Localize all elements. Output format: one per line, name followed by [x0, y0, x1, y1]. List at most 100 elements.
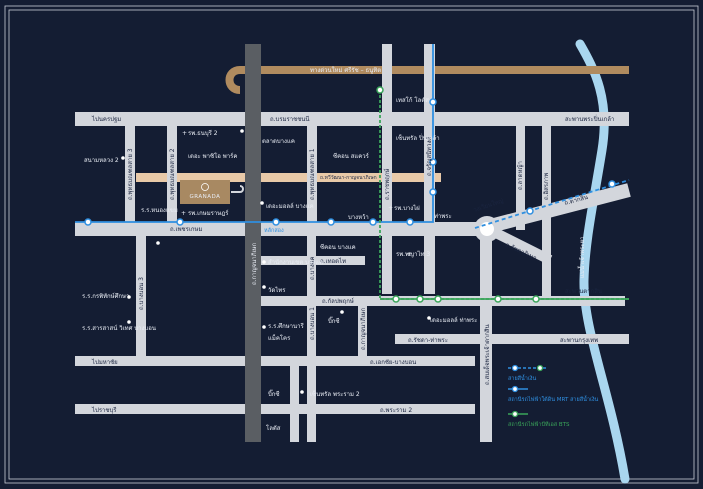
road-label-top-brown: ทางด่วนใหม่ ศรีรัช – ธนูทิต — [310, 66, 381, 74]
road-label-taksin-bridge: สะพานตากสิน — [565, 288, 602, 295]
place-bigc-phetkasem: บิ๊กซี — [328, 316, 340, 325]
poi-dot — [260, 201, 264, 205]
place-phyathai3-hospital: รพ.พญาไท 3 — [396, 250, 430, 258]
hospital-cross-icon: + — [182, 130, 187, 137]
road-label-pinklao-left: ไปนครปฐม — [91, 115, 121, 123]
road-phutthamonthon3 — [125, 126, 135, 222]
poi-dot — [340, 310, 344, 314]
place-bangphai-hospital: รพ.บางไผ่ — [394, 204, 420, 212]
station-marker — [532, 295, 540, 303]
road-label-wongwian: วงเวียนใหญ่ — [472, 197, 504, 214]
road-label-petchkasem: ถ.เพชรเกษม — [170, 226, 202, 233]
place-bangwa: บางหว้า — [348, 214, 369, 221]
poi-dot — [240, 129, 244, 133]
sri-rat-expressway — [225, 66, 629, 94]
road-label-pinklao-right: สะพานพระปิ่นเกล้า — [565, 115, 614, 123]
road-label-lat-ya: ถ.ลาดหญ้า — [517, 161, 524, 190]
poi-dot — [427, 316, 431, 320]
poi-dot — [127, 295, 131, 299]
mrt-stations — [84, 98, 616, 226]
road-label-rama2: ถ.พระราม 2 — [380, 407, 412, 414]
legend-station-green-icon — [536, 364, 544, 372]
poi-dot — [156, 241, 160, 245]
road-label-bangbon1: ถ.บางบอน 1 — [309, 307, 316, 340]
place-central-pinklao: เซ็นทรัล ปิ่นเกล้า — [396, 133, 440, 142]
hospital-cross-icon: + — [388, 205, 393, 212]
road-rama2 — [75, 404, 475, 414]
station-marker — [608, 180, 616, 188]
legend-station-blue-icon — [511, 364, 519, 372]
road-itsaraphap — [487, 225, 553, 265]
road-label-ratchada-thaphra: ถ.รัชดา-ท่าพระ — [408, 337, 448, 344]
road-thawiwatthana — [136, 173, 441, 182]
place-lotus-rama2: โลตัส — [266, 424, 281, 432]
road-bangbon1 — [307, 306, 316, 442]
station-marker — [416, 295, 424, 303]
legend-bts-icon — [511, 410, 519, 418]
road-label-to-samut-sakhon: ไปมหาชัย — [91, 358, 118, 366]
kanchanaphisek-expressway — [245, 44, 261, 442]
legend-blue-sub: สายสีน้ำเงิน — [508, 374, 536, 382]
poi-dot — [262, 325, 266, 329]
road-lat-ya — [516, 126, 525, 230]
inner-frame — [8, 9, 695, 480]
station-label-lakson: หลักสอง — [264, 227, 284, 234]
chao-phraya-river — [575, 39, 630, 484]
road-ratchada-thaphra — [395, 334, 629, 344]
road-phetkasem-soi — [307, 236, 316, 296]
place-school-nongkhaem: ร.ร.หนองแขม — [141, 207, 178, 214]
road-label-phutthamonthon1: ถ.พุทธมณฑลสาย 1 — [309, 148, 316, 200]
station-marker — [526, 207, 534, 215]
place-bangkhae-market: ตลาดบางแค — [262, 138, 295, 145]
project-block — [180, 180, 230, 204]
road-pinklao-borom — [75, 112, 629, 126]
station-marker — [406, 218, 414, 226]
road-bangbon3 — [136, 236, 146, 356]
vertical-roads — [125, 44, 551, 442]
road-label-borom: ถ.บรมราชชนนี — [270, 115, 309, 123]
poi-dot — [127, 320, 131, 324]
road-somdet-taksin — [480, 236, 492, 442]
place-the-mall-thaphra: เดอะมอลล์ ท่าพระ — [430, 316, 477, 324]
road-label-to-ratchaburi: ไปราชบุรี — [91, 406, 117, 414]
road-label-itsaraphap: ถ.อิสรภาพ — [543, 173, 550, 200]
road-label-ratchaphruek-s: ถ.กาญจนาภิเษก — [360, 307, 367, 350]
place-makro: แม็คโคร — [268, 333, 291, 342]
place-school-sarasas: ร.ร.สารสาสน์ วิเทศ บางบอน — [82, 324, 156, 332]
road-phutthamonthon1 — [307, 126, 317, 222]
place-bigc-rama2: บิ๊กซี — [268, 389, 280, 398]
hospital-markers: + + + + — [181, 130, 412, 258]
road-ekkachai — [75, 356, 475, 366]
road-label-river: แม่น้ำเจ้าพระยา — [576, 236, 586, 278]
road-label-phutthamonthon2: ถ.พุทธมณฑลสาย 2 — [169, 148, 176, 200]
legend: สายสีน้ำเงิน สถานีรถไฟฟ้าใต้ดิน MRT สายส… — [508, 364, 599, 428]
legend-mrt-label: สถานีรถไฟฟ้าใต้ดิน MRT สายสีน้ำเงิน — [508, 395, 599, 403]
poi-dots — [121, 129, 431, 394]
road-label-bangkhae: ถ.เทอดไท — [320, 257, 346, 265]
road-label-somdet: ถ.สมเด็จพระเจ้าตากสิน — [482, 324, 491, 385]
road-kanlapaphruek-v — [382, 44, 392, 294]
place-thonburi2-hospital: รพ.ธนบุรี 2 — [188, 129, 218, 137]
hospital-cross-icon: + — [181, 210, 186, 217]
place-district-office: สำนักงานเขต บางแค — [268, 259, 323, 266]
wongwian-yai-inner — [480, 222, 494, 236]
road-label-ratchaphruek: ถ.ราชพฤกษ์ — [383, 168, 391, 200]
outer-frame — [4, 5, 699, 484]
poi-dot — [300, 390, 304, 394]
place-watsai: วัดไทร — [268, 286, 286, 294]
place-paseo-park: เดอะ พาซิโอ พาร์ค — [188, 152, 237, 160]
hospital-cross-icon: + — [407, 251, 412, 258]
station-marker — [84, 218, 92, 226]
project-name: GRANADA — [190, 194, 221, 200]
station-marker — [176, 218, 184, 226]
road-label-phutthamonthon3: ถ.พุทธมณฑลสาย 3 — [127, 148, 134, 200]
bts-stations — [376, 86, 540, 303]
road-label-bangkhae-v: ถ.บางแค — [309, 256, 316, 280]
road-ratchaphruek-s — [358, 306, 367, 356]
road-rama2-link — [290, 366, 299, 442]
legend-mrt-icon — [511, 385, 519, 393]
project-access-road — [231, 185, 244, 193]
station-marker — [429, 98, 437, 106]
poi-dot — [262, 285, 266, 289]
